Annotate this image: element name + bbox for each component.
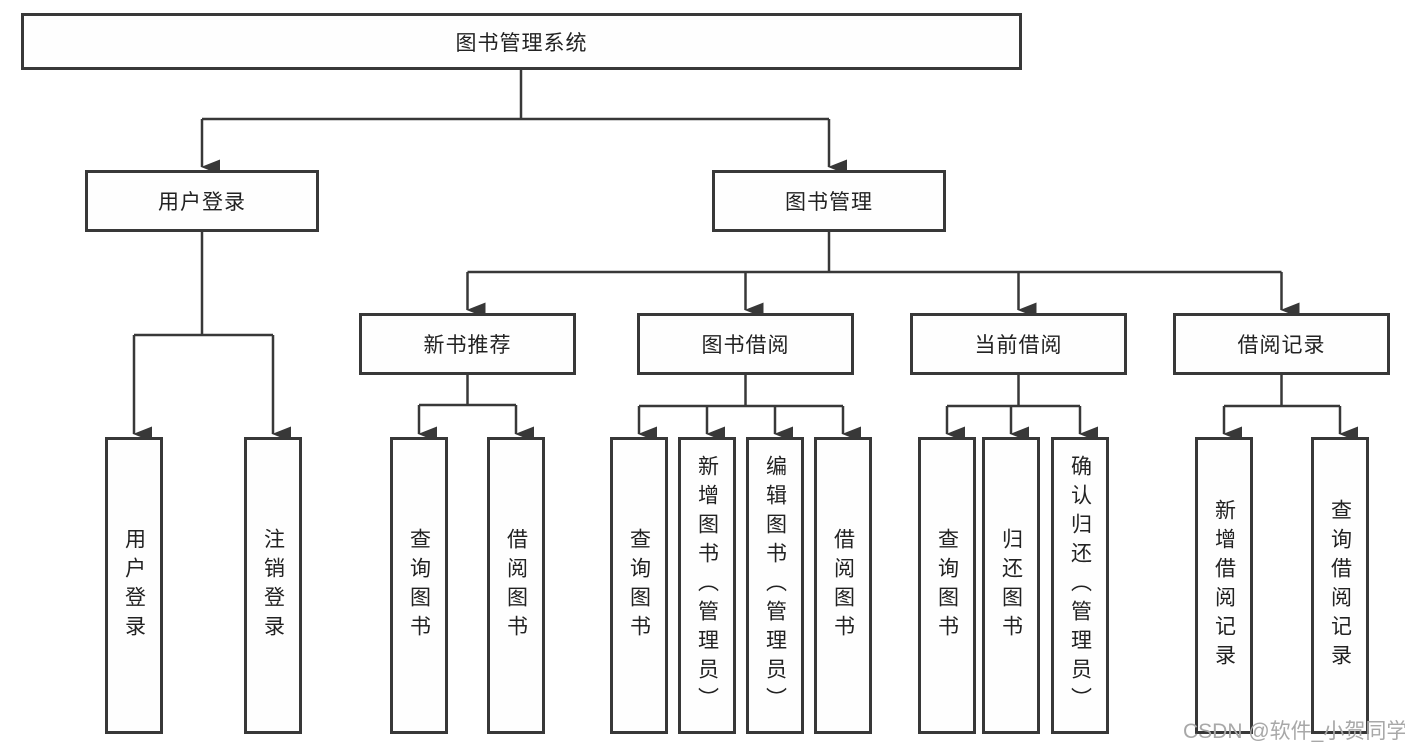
leaf-label: 用户登录 bbox=[122, 527, 146, 644]
leaf-label: 查询图书 bbox=[627, 527, 651, 644]
leaf-confirm-return-admin: 确认归还（管理员） bbox=[1051, 437, 1109, 734]
leaf-query-borrow-record: 查询借阅记录 bbox=[1311, 437, 1369, 734]
leaf-add-books-admin: 新增图书（管理员） bbox=[678, 437, 736, 734]
leaf-borrow-books: 借阅图书 bbox=[814, 437, 872, 734]
node-borrowing-records: 借阅记录 bbox=[1173, 313, 1390, 375]
leaf-edit-books-admin: 编辑图书（管理员） bbox=[746, 437, 804, 734]
node-label: 图书管理系统 bbox=[455, 31, 588, 55]
leaf-label: 查询图书 bbox=[935, 527, 959, 644]
leaf-label: 查询图书 bbox=[407, 527, 431, 644]
node-user-login: 用户登录 bbox=[85, 170, 319, 232]
leaf-query-books-current: 查询图书 bbox=[918, 437, 976, 734]
leaf-label: 借阅图书 bbox=[504, 527, 528, 644]
leaf-user-login: 用户登录 bbox=[105, 437, 163, 734]
leaf-label: 注销登录 bbox=[261, 527, 285, 644]
node-book-management: 图书管理 bbox=[712, 170, 946, 232]
leaf-add-borrow-record: 新增借阅记录 bbox=[1195, 437, 1253, 734]
node-label: 当前借阅 bbox=[974, 334, 1063, 357]
leaf-label: 确认归还（管理员） bbox=[1068, 455, 1092, 716]
node-book-borrowing: 图书借阅 bbox=[637, 313, 854, 375]
leaf-label: 归还图书 bbox=[999, 527, 1023, 644]
watermark: CSDN @软件_小贺同学 bbox=[1183, 720, 1405, 743]
node-current-borrowing: 当前借阅 bbox=[910, 313, 1127, 375]
node-label: 图书借阅 bbox=[701, 334, 790, 357]
leaf-borrow-books-recommend: 借阅图书 bbox=[487, 437, 545, 734]
node-label: 新书推荐 bbox=[423, 334, 512, 357]
leaf-label: 借阅图书 bbox=[831, 527, 855, 644]
node-label: 用户登录 bbox=[158, 191, 246, 214]
node-label: 图书管理 bbox=[785, 191, 873, 214]
leaf-logout: 注销登录 bbox=[244, 437, 302, 734]
node-label: 借阅记录 bbox=[1237, 334, 1326, 357]
leaf-label: 新增借阅记录 bbox=[1212, 498, 1236, 673]
leaf-query-books-recommend: 查询图书 bbox=[390, 437, 448, 734]
leaf-label: 编辑图书（管理员） bbox=[763, 455, 787, 716]
leaf-query-books-borrow: 查询图书 bbox=[610, 437, 668, 734]
leaf-return-books: 归还图书 bbox=[982, 437, 1040, 734]
leaf-label: 查询借阅记录 bbox=[1328, 498, 1352, 673]
node-library-system: 图书管理系统 bbox=[21, 13, 1022, 70]
node-new-book-recommendation: 新书推荐 bbox=[359, 313, 576, 375]
leaf-label: 新增图书（管理员） bbox=[695, 455, 719, 716]
